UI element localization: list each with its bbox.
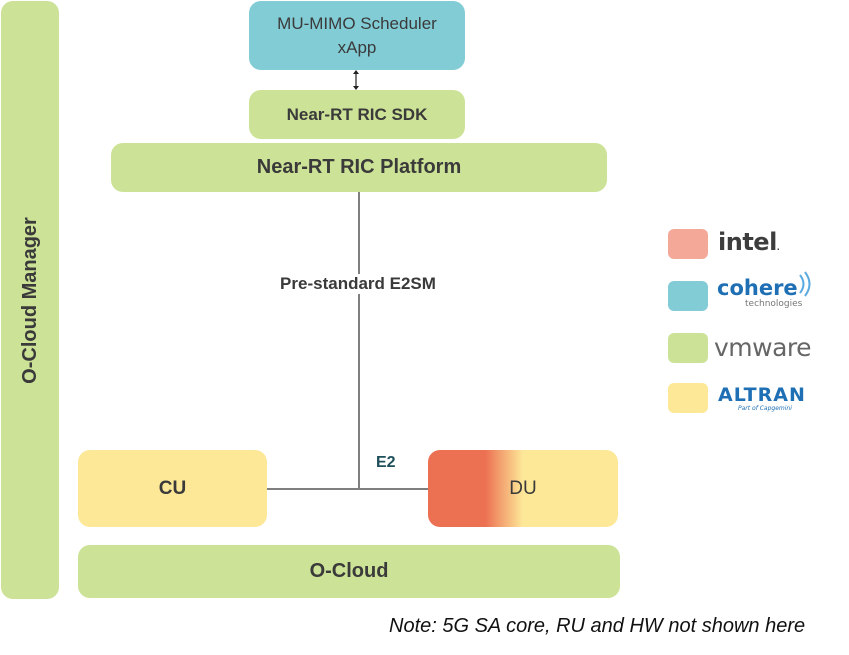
intel-logo-text: intel xyxy=(718,228,777,256)
legend-swatch-altran xyxy=(668,383,708,413)
o-cloud-manager-label: O-Cloud Manager xyxy=(18,216,41,384)
cu-label: CU xyxy=(158,477,187,499)
cohere-logo-text: cohere xyxy=(717,276,798,300)
o-cloud-label: O-Cloud xyxy=(309,560,389,582)
du-block: DU xyxy=(428,450,618,527)
altran-logo-sub: Part of Capgemini xyxy=(738,405,792,412)
cohere-logo-sub: technologies xyxy=(745,299,803,309)
vmware-logo: vmware xyxy=(714,333,812,362)
altran-logo: altran Part of Capgemini xyxy=(718,385,806,412)
legend-swatch-vmware xyxy=(668,333,708,363)
platform-label: Near-RT RIC Platform xyxy=(256,156,462,178)
double-arrow-icon xyxy=(351,70,361,90)
xapp-label: MU-MIMO Scheduler xApp xyxy=(277,13,437,57)
footnote: Note: 5G SA core, RU and HW not shown he… xyxy=(389,615,806,637)
e2-interface-line xyxy=(358,192,360,489)
o-cloud-manager-bar: O-Cloud Manager xyxy=(1,1,59,599)
e2-label: E2 xyxy=(376,454,396,471)
near-rt-ric-sdk: Near-RT RIC SDK xyxy=(249,90,465,139)
e2sm-label: Pre-standard E2SM xyxy=(258,274,458,294)
sdk-label: Near-RT RIC SDK xyxy=(286,104,428,124)
o-cloud-block: O-Cloud xyxy=(78,545,620,598)
intel-logo: intel. xyxy=(718,228,780,256)
legend-swatch-intel xyxy=(668,229,708,259)
legend-swatch-cohere xyxy=(668,281,708,311)
vmware-logo-text: vmware xyxy=(714,333,812,362)
near-rt-ric-platform: Near-RT RIC Platform xyxy=(111,143,607,192)
cu-du-link-line xyxy=(266,488,430,490)
mu-mimo-scheduler-xapp: MU-MIMO Scheduler xApp xyxy=(249,1,465,70)
cu-block: CU xyxy=(78,450,267,527)
altran-logo-text: altran xyxy=(718,384,806,406)
cohere-waves-icon xyxy=(799,271,811,297)
du-label: DU xyxy=(509,477,537,499)
cohere-logo: cohere technologies xyxy=(717,271,811,309)
